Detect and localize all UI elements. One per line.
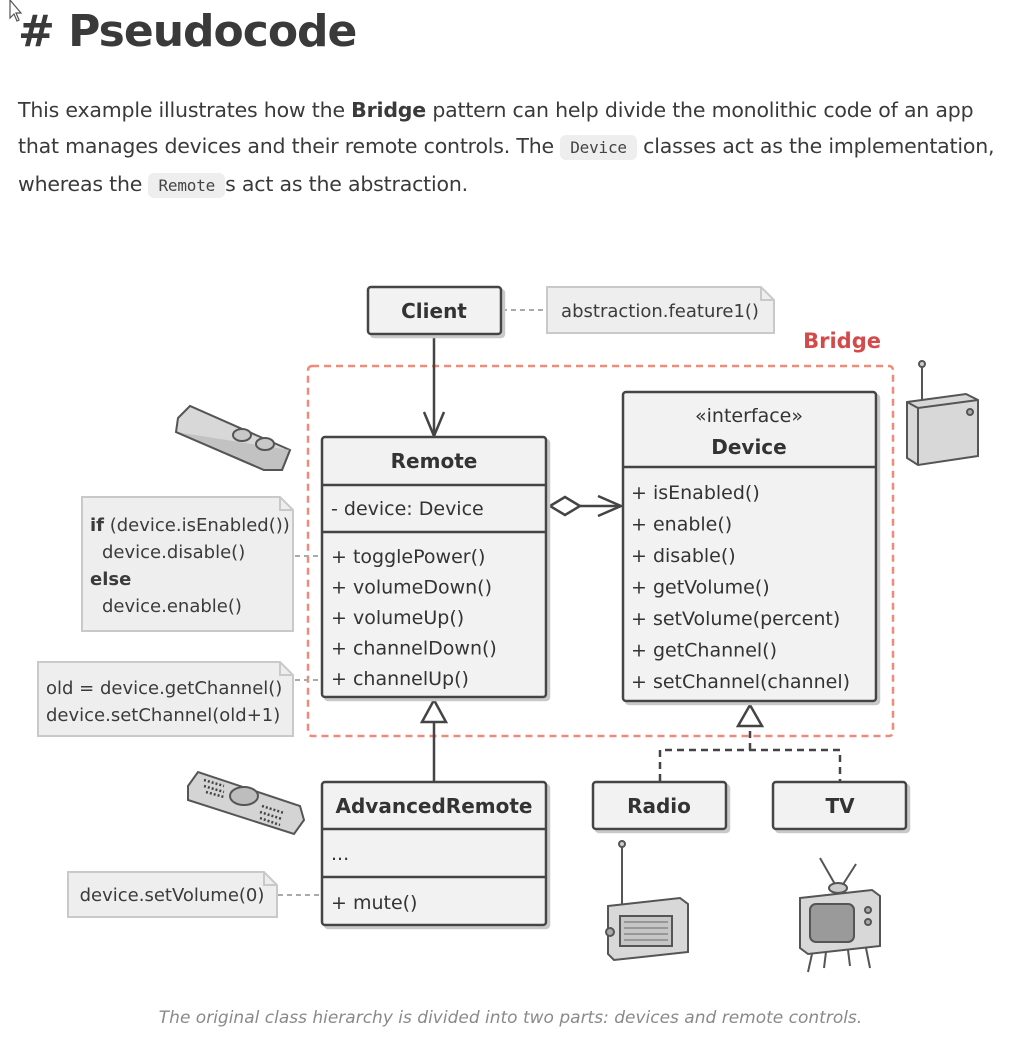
device-method-1: + enable() xyxy=(631,514,732,536)
inline-code-remote: Remote xyxy=(148,173,226,198)
advanced-remote-class: AdvancedRemote ... + mute() xyxy=(320,780,548,927)
device-interface: «interface» Device + isEnabled() + enable… xyxy=(621,390,878,703)
toggle-note-line2: device.disable() xyxy=(102,542,245,563)
aggregation-arrowhead xyxy=(597,494,625,518)
tv-class-name: TV xyxy=(825,794,855,818)
channel-note-line2: device.setChannel(old+1) xyxy=(46,705,280,726)
mute-note-text: device.setVolume(0) xyxy=(80,885,265,906)
device-realization-triangle xyxy=(735,702,765,728)
remote-class: Remote - device: Device + togglePower()+… xyxy=(320,435,548,699)
tv-icon xyxy=(799,857,881,973)
toggle-note-line4: device.enable() xyxy=(102,596,242,617)
device-methods: + isEnabled() + enable() + disable() + getV… xyxy=(631,482,850,693)
toggle-note-if: if xyxy=(90,515,104,536)
bridge-class-diagram: Bridge Client abstraction.feature1() Rem… xyxy=(37,285,979,973)
bridge-label: Bridge xyxy=(803,329,881,353)
remote-method-2: + volumeUp() xyxy=(331,607,464,629)
remote-method-3: + channelDown() xyxy=(331,638,497,660)
device-stereotype: «interface» xyxy=(695,405,803,427)
remote-class-name: Remote xyxy=(391,449,478,473)
channel-up-note: old = device.getChannel() device.setChan… xyxy=(37,661,294,737)
tv-class: TV xyxy=(771,780,908,831)
svg-text:if (device.isEnabled()): if (device.isEnabled()) xyxy=(90,515,290,536)
channel-note-line1: old = device.getChannel() xyxy=(46,678,282,699)
aggregation-diamond xyxy=(547,495,583,517)
toggle-power-note: if (device.isEnabled()) device.disable()… xyxy=(81,496,294,632)
radio-icon xyxy=(605,840,689,962)
client-note-text: abstraction.feature1() xyxy=(561,301,759,322)
remote-field: - device: Device xyxy=(331,498,484,520)
intro-text-2: pattern can help divide the monolithic c… xyxy=(18,98,974,158)
client-note: abstraction.feature1() xyxy=(546,286,775,334)
remote-method-4: + channelUp() xyxy=(331,668,469,690)
mute-note: device.setVolume(0) xyxy=(67,871,278,918)
advanced-remote-icon xyxy=(187,770,306,836)
advanced-remote-field: ... xyxy=(331,843,349,865)
device-method-4: + setVolume(percent) xyxy=(631,608,840,630)
intro-paragraph: This example illustrates how the Bridge … xyxy=(18,92,1008,204)
device-method-6: + setChannel(channel) xyxy=(631,671,850,693)
remote-method-1: + volumeDown() xyxy=(331,577,492,599)
advanced-remote-class-name: AdvancedRemote xyxy=(336,794,533,818)
intro-text-3: classes act as the implementation, where… xyxy=(18,134,995,196)
device-realization-lines xyxy=(658,726,842,781)
device-method-5: + getChannel() xyxy=(631,640,777,662)
intro-text-4: s act as the abstraction. xyxy=(225,172,468,196)
device-method-3: + getVolume() xyxy=(631,577,770,599)
simple-remote-icon xyxy=(174,404,292,471)
advanced-remote-method: + mute() xyxy=(331,892,417,914)
remote-method-0: + togglePower() xyxy=(331,546,485,568)
figure-caption: The original class hierarchy is divided … xyxy=(158,1008,863,1028)
radio-class: Radio xyxy=(591,780,728,831)
device-class-name: Device xyxy=(711,435,786,459)
toggle-note-condition: (device.isEnabled()) xyxy=(104,515,290,536)
client-class-name: Client xyxy=(401,299,467,323)
device-method-2: + disable() xyxy=(631,545,736,567)
inline-code-device: Device xyxy=(560,135,637,160)
advanced-remote-inheritance-triangle xyxy=(419,697,449,724)
device-method-0: + isEnabled() xyxy=(631,482,760,504)
mouse-pointer-icon xyxy=(9,0,22,22)
client-class: Client xyxy=(366,285,503,336)
remote-methods: + togglePower() + volumeDown() + volumeUp(… xyxy=(331,546,497,690)
device-box-icon xyxy=(906,360,979,467)
intro-text-1: This example illustrates how the xyxy=(18,98,352,122)
page-title: # Pseudocode xyxy=(18,6,357,57)
toggle-note-else: else xyxy=(90,569,131,590)
radio-class-name: Radio xyxy=(627,794,691,818)
bridge-region xyxy=(306,364,895,738)
intro-bold-bridge: Bridge xyxy=(351,98,426,122)
